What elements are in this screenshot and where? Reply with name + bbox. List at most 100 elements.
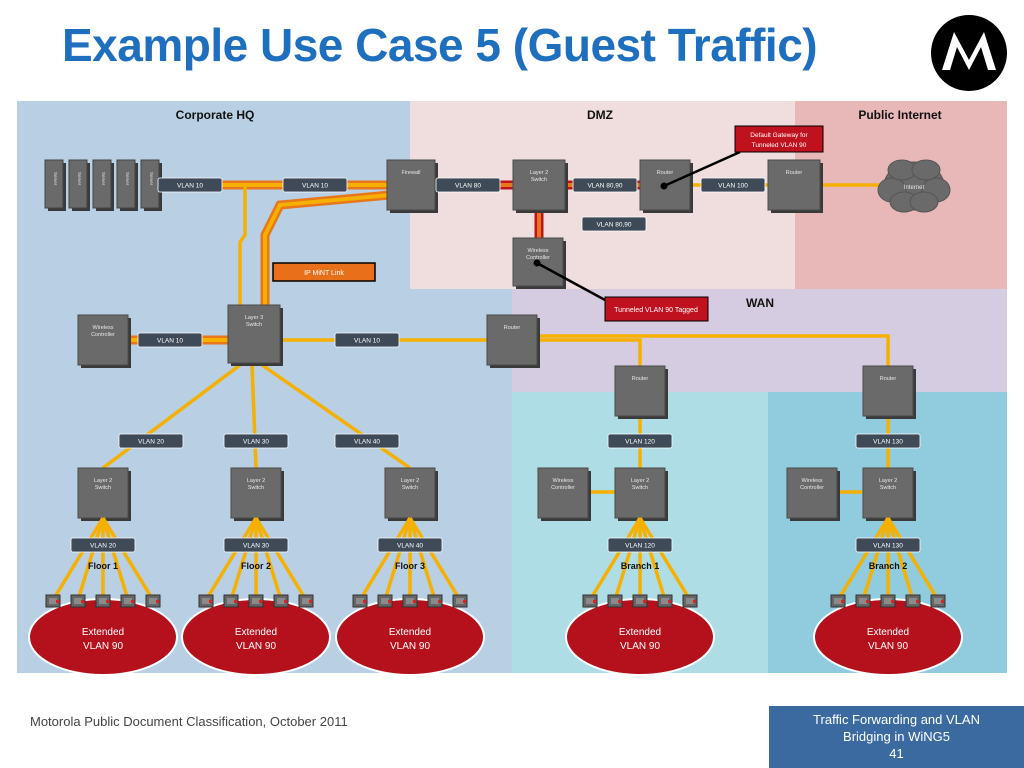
svg-text:VLAN 90: VLAN 90	[868, 641, 908, 652]
vlan-tag: VLAN 40	[377, 537, 443, 553]
vlan-tag: VLAN 100	[700, 177, 766, 193]
link-core-floor3	[261, 363, 411, 470]
svg-text:Internet: Internet	[904, 185, 925, 191]
server-label: Server	[125, 172, 130, 186]
link-servers-core	[238, 185, 247, 315]
vlan-tag: VLAN 130	[855, 537, 921, 553]
device-label: Layer 2	[247, 478, 265, 484]
device-label: Layer 3	[245, 315, 263, 321]
access-link	[588, 517, 642, 601]
callout-tunneled-vlan: Tunneled VLAN 90 Tagged	[533, 259, 709, 322]
device-label: Controller	[551, 485, 575, 491]
branch1-router[interactable]: Router	[614, 365, 668, 419]
access-point-icon	[632, 594, 648, 608]
svg-text:VLAN 10: VLAN 10	[157, 338, 183, 345]
svg-text:VLAN 10: VLAN 10	[354, 338, 380, 345]
access-link	[358, 517, 412, 601]
access-link	[886, 517, 940, 601]
vlan-tag: VLAN 10	[334, 332, 400, 348]
access-point-icon	[402, 594, 418, 608]
link-wan-branch1	[537, 338, 642, 368]
wan-router[interactable]: Router	[486, 314, 540, 368]
footer-topic-line-1: Traffic Forwarding and VLAN	[813, 712, 980, 727]
branch2-router[interactable]: Router	[862, 365, 916, 419]
footer-topic-box: Traffic Forwarding and VLAN Bridging in …	[769, 706, 1024, 768]
svg-text:Extended: Extended	[389, 627, 431, 638]
access-link	[254, 517, 283, 601]
access-point-icon	[45, 594, 61, 608]
firewall[interactable]: Firewall	[386, 159, 438, 213]
access-point-icon	[377, 594, 393, 608]
svg-text:VLAN 120: VLAN 120	[625, 543, 655, 550]
access-point-icon	[248, 594, 264, 608]
svg-text:VLAN 20: VLAN 20	[138, 439, 164, 446]
device-label: Firewall	[402, 170, 421, 176]
device-label: Wireless	[92, 325, 113, 331]
vlan-tag: VLAN 30	[223, 537, 289, 553]
link-core-floor2	[250, 364, 258, 469]
svg-text:VLAN 90: VLAN 90	[390, 641, 430, 652]
access-point-icon	[607, 594, 623, 608]
device-label: Layer 2	[94, 478, 112, 484]
svg-text:VLAN 90: VLAN 90	[83, 641, 123, 652]
internet-router[interactable]: Router	[767, 159, 823, 213]
access-point-icon	[95, 594, 111, 608]
access-point-icon	[452, 594, 468, 608]
device-label: Router	[504, 325, 521, 331]
vlan-tag: VLAN 80,90	[572, 177, 638, 193]
zone-label-dmz: DMZ	[587, 108, 613, 122]
svg-text:Extended: Extended	[867, 627, 909, 638]
device-label: Router	[657, 170, 674, 176]
link-ip-mint-core	[260, 190, 391, 318]
access-point-icon	[198, 594, 214, 608]
access-link	[101, 517, 130, 601]
access-point-icon	[582, 594, 598, 608]
svg-text:VLAN 80,90: VLAN 80,90	[587, 183, 622, 190]
device-label: Switch	[402, 485, 418, 491]
footer-topic-line-2: Bridging in WiNG5	[843, 729, 950, 744]
access-point-icon	[930, 594, 946, 608]
access-link	[51, 517, 105, 601]
vlan-tag: VLAN 10	[137, 332, 203, 348]
internet-cloud-icon: Internet	[877, 159, 951, 213]
svg-text:Extended: Extended	[619, 627, 661, 638]
vlan-tag: VLAN 80	[435, 177, 501, 193]
zone-label-corporate-hq: Corporate HQ	[175, 108, 255, 122]
access-point-icon	[298, 594, 314, 608]
access-point-icon	[427, 594, 443, 608]
device-label: Layer 2	[631, 478, 649, 484]
device-label: Controller	[800, 485, 824, 491]
vlan-tag: VLAN 20	[70, 537, 136, 553]
link-wan-branch2	[537, 334, 890, 368]
access-link	[613, 517, 642, 601]
site-label-branch2: Branch 2	[869, 561, 908, 571]
access-link	[101, 517, 155, 601]
access-point-icon	[223, 594, 239, 608]
svg-text:VLAN 130: VLAN 130	[873, 439, 903, 446]
svg-text:VLAN 40: VLAN 40	[354, 439, 380, 446]
access-link	[76, 517, 105, 601]
access-point-icon	[70, 594, 86, 608]
access-point-icon	[273, 594, 289, 608]
svg-text:VLAN 90: VLAN 90	[236, 641, 276, 652]
vlan-tag: VLAN 80,90	[581, 216, 647, 232]
device-label: Switch	[632, 485, 648, 491]
vlan-tag: VLAN 130	[855, 433, 921, 449]
svg-text:VLAN 80: VLAN 80	[455, 183, 481, 190]
access-point-icon	[830, 594, 846, 608]
device-label: Switch	[531, 177, 547, 183]
server-label: Server	[149, 172, 154, 186]
